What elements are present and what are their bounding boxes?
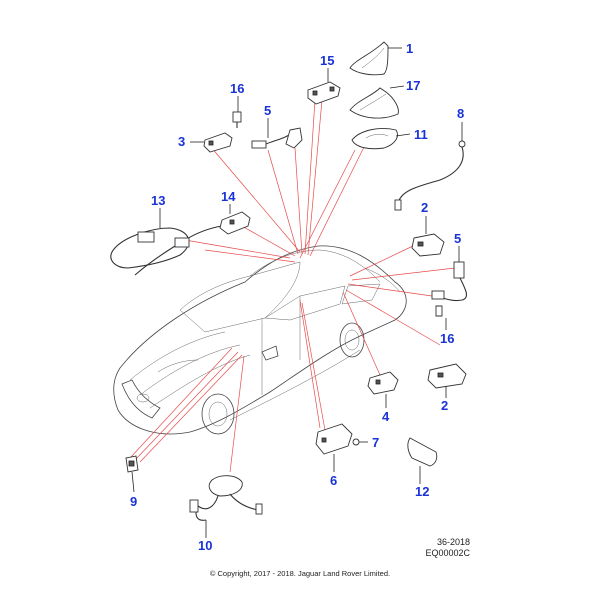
part-1-shark-fin-antenna (349, 41, 389, 76)
reference-lines (129, 99, 456, 473)
part-4-module (367, 371, 399, 395)
callout-5-top: 5 (264, 103, 272, 118)
part-7-bolt (352, 438, 368, 446)
callout-2-bottom: 2 (441, 398, 449, 413)
callout-14: 14 (221, 189, 236, 204)
illustration-id: EQ00002C (425, 548, 470, 559)
part-14-module (219, 211, 251, 235)
part-2-module-bottom (427, 363, 467, 389)
callout-5-right: 5 (454, 231, 462, 246)
part-10-antenna-cable (189, 475, 263, 521)
part-3-module (203, 132, 233, 153)
callout-11: 11 (414, 127, 428, 142)
part-12-pad (407, 437, 438, 467)
part-9-sensor (125, 455, 139, 473)
callout-4: 4 (382, 409, 390, 424)
callout-10: 10 (198, 538, 213, 553)
callout-8: 8 (457, 106, 465, 121)
part-16-connector-right (431, 290, 445, 317)
footer-codes: 36-2018 EQ00002C (404, 537, 470, 560)
part-17-antenna-base (349, 87, 399, 119)
callout-6: 6 (330, 473, 338, 488)
callout-7: 7 (372, 435, 380, 450)
callout-16-top: 16 (230, 81, 245, 96)
callout-12: 12 (415, 484, 430, 499)
copyright-notice: © Copyright, 2017 - 2018. Jaguar Land Ro… (209, 569, 391, 578)
part-2-module-top (411, 233, 445, 257)
part-5-cable-top (251, 127, 303, 149)
callout-13: 13 (151, 193, 166, 208)
part-15-module (307, 81, 341, 105)
callout-leaders (131, 47, 463, 538)
callout-3: 3 (178, 134, 186, 149)
part-8-cable (394, 140, 466, 211)
callout-17: 17 (406, 78, 421, 93)
callout-15: 15 (320, 53, 335, 68)
date-code: 36-2018 (436, 537, 470, 547)
part-16-connector-top (232, 111, 242, 128)
part-13-harness (110, 225, 223, 276)
callout-2-top: 2 (421, 200, 429, 215)
part-11-antenna-pad (351, 128, 398, 150)
car-illustration (113, 245, 407, 435)
callout-16-right: 16 (440, 331, 455, 346)
callout-9: 9 (130, 494, 138, 509)
part-6-control-module (315, 423, 353, 455)
callout-1: 1 (406, 41, 414, 56)
